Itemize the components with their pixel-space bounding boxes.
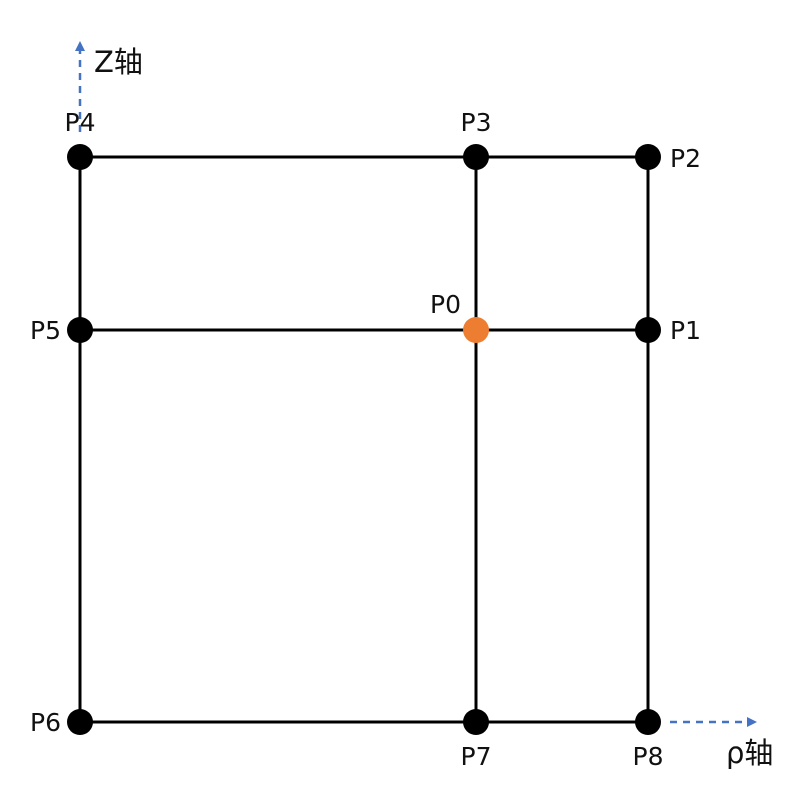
grid-lines: [78, 155, 650, 724]
node-label-p5: P5: [30, 316, 61, 345]
node-p2: [635, 144, 661, 170]
node-p3: [463, 144, 489, 170]
node-p1: [635, 317, 661, 343]
node-p4: [67, 144, 93, 170]
node-p7: [463, 709, 489, 735]
node-label-p0: P0: [430, 290, 461, 319]
nodes: [67, 144, 661, 735]
axes: Z轴 ρ轴: [75, 41, 773, 770]
node-p6: [67, 709, 93, 735]
node-label-p4: P4: [65, 108, 96, 137]
z-axis-label: Z轴: [94, 45, 143, 79]
node-label-p8: P8: [633, 742, 664, 771]
node-label-p6: P6: [30, 708, 61, 737]
node-p5: [67, 317, 93, 343]
node-label-p2: P2: [670, 144, 701, 173]
node-p8: [635, 709, 661, 735]
node-label-p7: P7: [461, 742, 492, 771]
rho-axis-label: ρ轴: [726, 736, 773, 770]
node-p0: [463, 317, 489, 343]
node-labels: P4 P3 P2 P5 P0 P1 P6 P7 P8: [30, 108, 701, 771]
node-label-p3: P3: [461, 108, 492, 137]
node-label-p1: P1: [670, 316, 701, 345]
